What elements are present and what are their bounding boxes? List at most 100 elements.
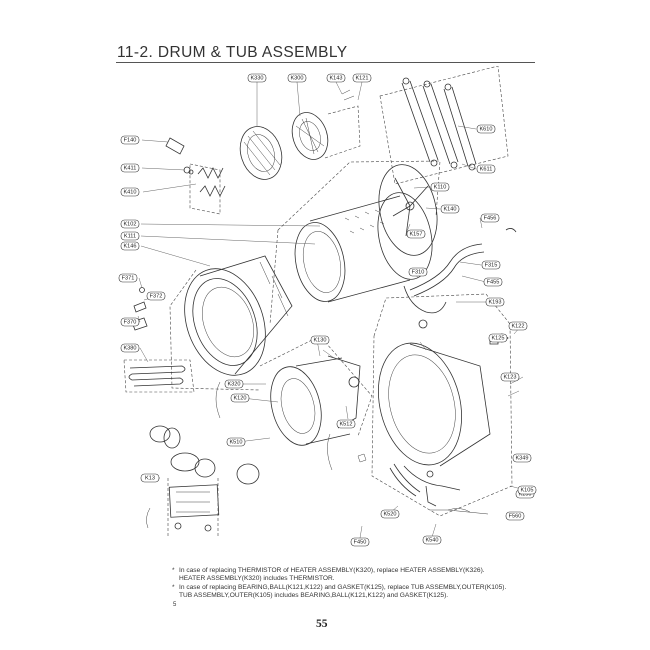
callout-box — [430, 182, 450, 192]
callout-box — [406, 229, 426, 239]
note-text: In case of replacing THERMISTOR of HEATE… — [179, 567, 485, 584]
callout-f371: F371 — [118, 273, 138, 283]
note-bullet: * — [172, 567, 175, 574]
callout-text: K102 — [123, 221, 136, 227]
callout-text: K512 — [339, 421, 352, 427]
callout-k512: K512 — [336, 419, 356, 429]
callout-text: F450 — [354, 539, 367, 545]
drum-rear-part — [239, 89, 361, 180]
callout-k510: K510 — [226, 437, 246, 447]
callout-text: K111 — [124, 233, 136, 239]
callout-text: K120 — [233, 395, 246, 401]
callout-text: F315 — [485, 262, 498, 268]
callout-k111: K111 — [120, 231, 140, 241]
callout-box — [476, 124, 496, 134]
callout-box — [480, 213, 500, 223]
callout-k193: K193 — [485, 297, 505, 307]
callout-f315: F315 — [481, 260, 501, 270]
callout-text: K611 — [480, 166, 493, 172]
callout-k110: K110 — [430, 182, 450, 192]
callout-box — [326, 73, 346, 83]
callout-box — [226, 437, 246, 447]
callout-k13: K13 — [140, 473, 160, 483]
springs-and-clips — [131, 137, 226, 331]
callout-box — [352, 73, 372, 83]
callout-text: K110 — [434, 184, 447, 190]
callout-f455: F455 — [483, 277, 503, 287]
callout-text: K410 — [123, 189, 136, 195]
exploded-parts-diagram: K330K300K143K121K610K611F140K411K410K110… — [118, 66, 537, 547]
notes-trailer: 5 — [173, 601, 177, 608]
callout-box — [440, 204, 460, 214]
callout-k121: K121 — [352, 73, 372, 83]
callout-k123: K123 — [500, 372, 520, 382]
callout-text: K122 — [511, 323, 524, 329]
callout-box — [517, 485, 537, 495]
note-bullet: * — [172, 583, 175, 591]
callout-text: F455 — [487, 279, 500, 285]
callout-text: K146 — [123, 243, 136, 249]
callout-text: F140 — [124, 137, 137, 143]
callout-box — [505, 511, 525, 521]
drain-hose — [357, 453, 489, 515]
notes: * In case of replacing THERMISTOR of HEAT… — [172, 567, 552, 609]
shock-absorbers — [379, 66, 509, 185]
callout-text: F560 — [509, 513, 522, 519]
callout-k125: K125 — [488, 333, 508, 343]
callout-k157: K157 — [406, 229, 426, 239]
callout-box — [146, 291, 166, 301]
callout-box — [140, 473, 160, 483]
callout-k380: K380 — [120, 343, 140, 353]
heater-assembly — [123, 359, 195, 393]
callout-k520: K520 — [380, 509, 400, 519]
callout-box — [512, 453, 532, 463]
callout-text: K320 — [227, 381, 240, 387]
leader-lines — [137, 81, 526, 539]
callout-text: K121 — [355, 75, 368, 81]
callout-box — [408, 267, 428, 277]
callout-box — [485, 297, 505, 307]
callout-k330: K330 — [247, 73, 267, 83]
callout-box — [350, 537, 370, 547]
callout-box — [336, 419, 356, 429]
callout-k611: K611 — [476, 164, 496, 174]
callout-f456: F456 — [480, 213, 500, 223]
title-rule — [116, 62, 535, 63]
callout-box — [310, 335, 330, 345]
callout-text: K380 — [123, 345, 136, 351]
callout-text: K140 — [443, 206, 456, 212]
note-text: In case of replacing BEARING,BALL(K121,K… — [179, 584, 506, 601]
callout-box — [120, 219, 140, 229]
note-line: In case of replacing BEARING,BALL(K121,K… — [179, 583, 507, 591]
callout-box — [230, 393, 250, 403]
front-tub-cover — [169, 255, 293, 391]
callout-text: K105 — [520, 487, 533, 493]
callout-text: K610 — [479, 126, 492, 132]
callout-text: K13 — [145, 475, 155, 481]
callout-f370: F370 — [120, 317, 140, 327]
callout-k122: K122 — [508, 321, 528, 331]
callout-f140: F140 — [120, 135, 140, 145]
callout-k540: K540 — [422, 535, 442, 545]
note-line: In case of replacing THERMISTOR of HEATE… — [179, 567, 485, 574]
callout-text: K193 — [488, 299, 501, 305]
callout-text: F310 — [412, 269, 425, 275]
callout-box — [120, 343, 140, 353]
callout-box — [483, 277, 503, 287]
callout-box — [476, 164, 496, 174]
outer-tub — [371, 293, 513, 517]
drum-inner — [269, 160, 441, 325]
callout-k105: K105 — [517, 485, 537, 495]
part-drawings — [123, 66, 517, 536]
callout-k102: K102 — [120, 219, 140, 229]
callout-text: K349 — [515, 455, 528, 461]
callout-box — [380, 509, 400, 519]
callout-f372: F372 — [146, 291, 166, 301]
callout-text: K157 — [409, 231, 422, 237]
callout-box — [118, 273, 138, 283]
callout-text: K330 — [250, 75, 263, 81]
callout-box — [422, 535, 442, 545]
callout-text: K540 — [425, 537, 438, 543]
note-line: TUB ASSEMBLY,OUTER(K105) includes BEARIN… — [179, 592, 449, 600]
